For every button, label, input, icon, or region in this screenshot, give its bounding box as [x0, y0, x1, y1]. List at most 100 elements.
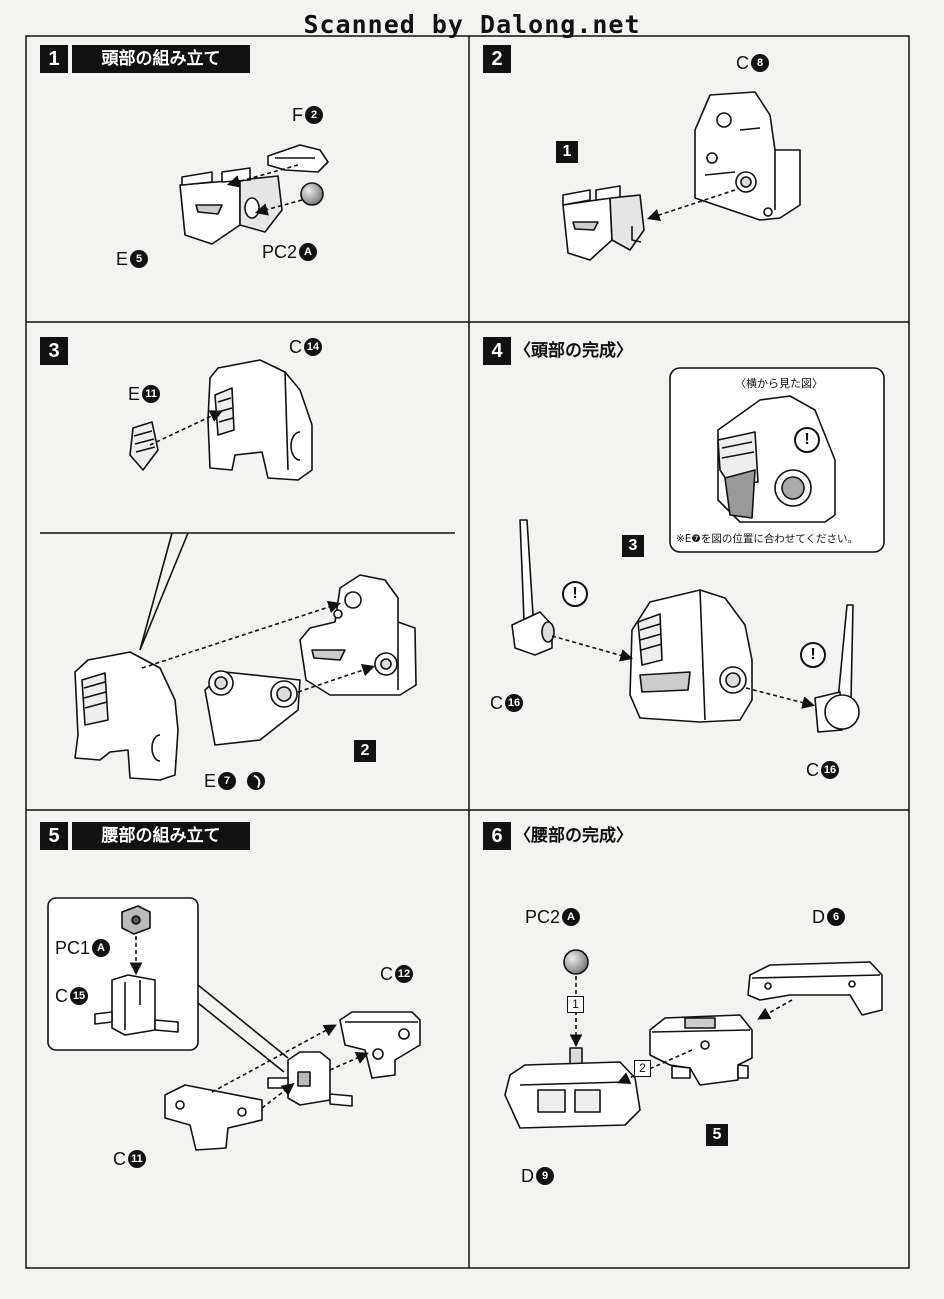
assembly-arrows-3b [141, 600, 376, 693]
part-number-badge: 14 [304, 338, 322, 356]
step-6-title: 〈腰部の完成〉 [514, 826, 633, 846]
step-2-number: 2 [483, 45, 511, 73]
part-label-c8: C 8 [736, 53, 769, 73]
part-letter: F [292, 105, 303, 125]
assembly-arrows-4 [551, 635, 816, 709]
assembly-arrow-3a [149, 410, 223, 446]
part-label-d9: D 9 [521, 1166, 554, 1186]
caution-icon: ! [794, 427, 820, 453]
assembly-arrows-6 [617, 999, 793, 1084]
part-number-badge: 11 [128, 1150, 146, 1168]
part-number-badge: 6 [827, 908, 845, 926]
assembly-arrows-5 [211, 1024, 369, 1109]
part-number-badge: A [562, 908, 581, 926]
part-pc2-ball-drawing [300, 182, 324, 206]
part-head-2-drawing [299, 574, 417, 696]
part-c14-lower-drawing [74, 651, 179, 781]
part-c15-inset-drawing [94, 974, 179, 1036]
side-view-head-drawing [717, 395, 836, 523]
part-letter: E [128, 384, 141, 404]
part-label-e11: E 11 [128, 384, 161, 404]
part-letter: PC2 [262, 242, 298, 262]
scan-credit: Scanned by Dalong.net [303, 10, 641, 39]
step-3-number: 3 [40, 337, 68, 365]
part-label-c16-right: C 16 [806, 760, 839, 780]
step-1-number: 1 [40, 45, 68, 73]
part-f2-drawing [267, 144, 329, 173]
part-d6-drawing [747, 961, 883, 1016]
part-assembly-5-drawing [649, 1014, 753, 1086]
sequence-1-badge: 1 [567, 996, 584, 1013]
part-letter: C [289, 337, 302, 357]
part-label-c16-left: C 16 [490, 693, 523, 713]
step-4-title: 〈頭部の完成〉 [514, 341, 633, 361]
step-ref-1: 1 [556, 141, 578, 163]
part-e5-drawing [179, 167, 283, 245]
step-6-number: 6 [483, 822, 511, 850]
part-letter: PC2 [525, 907, 561, 927]
part-d9-drawing [504, 1047, 641, 1129]
part-pc2-ball-6-drawing [563, 949, 589, 975]
part-number-badge: 9 [536, 1167, 554, 1185]
part-letter: E [116, 249, 129, 269]
part-number-badge: 7 [218, 772, 237, 790]
part-number-badge: 8 [751, 54, 769, 72]
part-number-badge: A [299, 243, 318, 261]
part-e7-drawing [204, 670, 301, 746]
step-ref-5: 5 [706, 1124, 728, 1146]
side-view-note: ※E❼を図の位置に合わせてください。 [676, 533, 859, 545]
part-number-badge: 16 [821, 761, 839, 779]
step-4-number: 4 [483, 337, 511, 365]
part-label-f2: F 2 [292, 105, 323, 125]
caution-icon: ! [562, 581, 588, 607]
part-e11-drawing [129, 421, 159, 471]
step-ref-3: 3 [622, 535, 644, 557]
step-5-title: 腰部の組み立て [72, 822, 250, 850]
part-c11-drawing [164, 1084, 263, 1151]
part-label-c14: C 14 [289, 337, 322, 357]
part-letter: C [113, 1149, 126, 1169]
part-number-badge: 5 [130, 250, 149, 268]
part-letter: D [812, 907, 825, 927]
step-5-number: 5 [40, 822, 68, 850]
part-label-pc1: PC1 A [55, 938, 111, 958]
pc1-inset [47, 897, 199, 1051]
detail-callout-lines [40, 532, 455, 651]
part-number-badge: 16 [505, 694, 523, 712]
part-number-badge: 15 [70, 987, 88, 1005]
part-letter: C [806, 760, 819, 780]
part-letter: PC1 [55, 938, 91, 958]
part-label-pc2: PC2 A [262, 242, 318, 262]
part-label-pc2: PC2 A [525, 907, 581, 927]
part-label-e5: E 5 [116, 249, 149, 269]
part-label-e7: E 7 [204, 771, 237, 791]
part-number-badge: 12 [395, 965, 413, 983]
step-1-title: 頭部の組み立て [72, 45, 250, 73]
side-view-title: 〈横から見た図〉 [735, 377, 823, 390]
part-label-c12: C 12 [380, 964, 413, 984]
part-c16-right-drawing [814, 604, 860, 733]
sequence-2-badge: 2 [634, 1060, 651, 1077]
nipper-cut-icon [247, 772, 265, 790]
assembly-arrow-2 [646, 189, 736, 222]
part-letter: C [55, 986, 68, 1006]
panel-grid [25, 35, 910, 1269]
part-letter: C [490, 693, 503, 713]
part-letter: C [736, 53, 749, 73]
caution-icon: ! [800, 642, 826, 668]
part-label-c15: C 15 [55, 986, 88, 1006]
part-head-1-drawing [562, 185, 645, 261]
part-label-c11: C 11 [113, 1149, 146, 1169]
part-c15-drawing [267, 1051, 353, 1107]
part-c14-drawing [207, 359, 313, 481]
part-head-3-drawing [629, 589, 753, 723]
part-c12-drawing [339, 1011, 421, 1079]
part-c8-drawing [694, 91, 801, 221]
part-number-badge: 11 [142, 385, 161, 403]
part-letter: D [521, 1166, 534, 1186]
part-label-d6: D 6 [812, 907, 845, 927]
step-ref-2: 2 [354, 740, 376, 762]
part-letter: E [204, 771, 217, 791]
